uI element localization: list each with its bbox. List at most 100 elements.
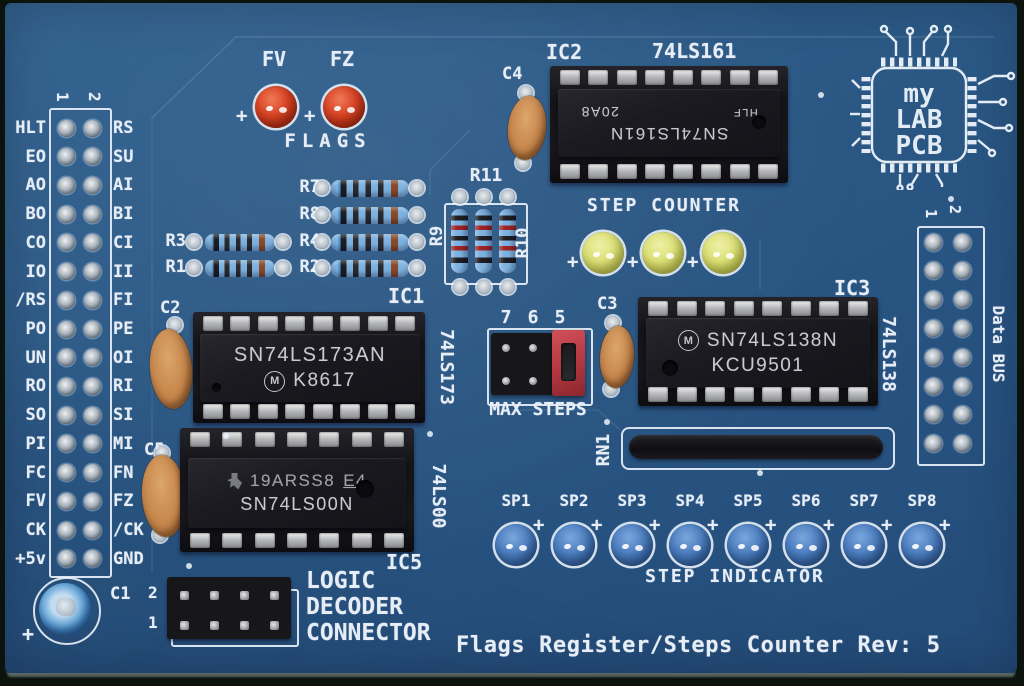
- step-counter-plus-mark: +: [687, 251, 699, 273]
- ic5-chip-marking: SN74LS00N: [240, 494, 354, 514]
- flags-fv-plus-mark: +: [236, 105, 248, 127]
- ic2-pin: [616, 70, 637, 85]
- step-indicator-plus-mark: +: [707, 514, 719, 536]
- resistor-pad: [410, 181, 424, 195]
- ic1-pin: [203, 316, 223, 331]
- resistor-pad: [410, 208, 424, 222]
- logic-decoder-pin: [270, 591, 279, 600]
- header-pin: [83, 521, 101, 539]
- left-header-label-MI: MI: [113, 433, 134, 454]
- resistor-r4-label: R4: [299, 231, 320, 251]
- ic1-pin: [367, 404, 388, 419]
- ic3-pin: [648, 387, 668, 402]
- logic-decoder-pin: [240, 621, 249, 630]
- ic1-chip-marking: SN74LS173AN: [233, 344, 387, 366]
- logic-decoder-pin: [180, 591, 189, 600]
- data-bus-title: Data BUS: [989, 305, 1008, 383]
- step-indicator-plus-mark: +: [939, 514, 951, 536]
- left-header-label-SI: SI: [113, 405, 134, 426]
- resistor-pad: [501, 280, 515, 294]
- data-bus-pin: [924, 377, 942, 395]
- header-pin: [502, 344, 510, 352]
- header-pin: [57, 464, 75, 482]
- resistor-r8: [331, 207, 409, 224]
- header-pin: [83, 435, 101, 453]
- ic3-pin: [819, 387, 840, 402]
- data-bus-pin: [924, 233, 942, 251]
- ic2-pin: [673, 164, 694, 179]
- left-header-col2-label: 2: [85, 92, 104, 102]
- left-header-label-AO: AO: [25, 175, 46, 196]
- ic1-chip-dimple: [212, 383, 221, 392]
- left-header-label-II: II: [113, 261, 134, 282]
- left-header-label-PO: PO: [25, 319, 46, 340]
- motorola-logo-icon: M: [264, 370, 286, 392]
- resistor-r8-label: R8: [299, 204, 320, 224]
- ic2-chip-dimple: [752, 115, 766, 129]
- left-header-label-FC: FC: [25, 462, 46, 483]
- header-pin: [57, 550, 75, 568]
- ic3-pin: [790, 301, 811, 316]
- data-bus-pin: [953, 319, 971, 337]
- resistor-r7-label: R7: [299, 177, 320, 197]
- step-indicator-plus-mark: +: [881, 514, 893, 536]
- step-indicator-label-SP5: SP5: [733, 491, 763, 510]
- flag-led-fv-label: FV: [261, 47, 287, 71]
- ic1-pin: [395, 316, 415, 331]
- max-steps-header: [491, 333, 553, 395]
- board-title: Flags Register/Steps Counter Rev: 5: [456, 633, 941, 658]
- ic2-pin: [701, 70, 722, 85]
- via: [223, 433, 229, 439]
- left-header-label-FN: FN: [113, 462, 134, 483]
- header-pin: [57, 234, 75, 252]
- step-counter-plus-mark: +: [627, 251, 639, 273]
- rn1-resistor-network: [629, 435, 883, 459]
- header-pin: [83, 205, 101, 223]
- ic2-chip: SN74LS161N HLF 20A8: [558, 89, 780, 157]
- header-pin: [57, 205, 75, 223]
- step-indicator-led-sp4: [669, 524, 711, 566]
- step-indicator-led-sp7: [843, 524, 885, 566]
- logic-decoder-title-line3: CONNECTOR: [306, 620, 431, 646]
- left-header-label-UN: UN: [25, 347, 46, 368]
- left-header-label-BO: BO: [25, 204, 46, 225]
- left-header-label-/CK: /CK: [113, 520, 144, 541]
- left-header-label-+5v: +5v: [15, 548, 46, 569]
- ic2-chip-marking: SN74LS161N: [609, 123, 729, 143]
- logic-decoder-row2-label: 2: [148, 583, 158, 602]
- motorola-logo-icon: M: [677, 330, 699, 351]
- resistor-pad: [187, 235, 201, 249]
- ic2-pin: [560, 164, 580, 179]
- ic1-part-label: 74LS173: [436, 329, 457, 405]
- step-indicator-plus-mark: +: [591, 514, 603, 536]
- resistor-pad: [501, 190, 515, 204]
- ic2-pin: [673, 70, 694, 85]
- ic3-pin: [648, 301, 668, 316]
- left-header-label-RO: RO: [25, 376, 46, 397]
- ic3-pin: [762, 301, 783, 316]
- max-steps-pin7-label: 7: [500, 307, 512, 328]
- ic2-ref-label: IC2: [546, 40, 583, 64]
- step-counter-led-2: [642, 232, 684, 274]
- header-pin: [83, 377, 101, 395]
- rn1-label: RN1: [593, 433, 614, 467]
- ic2-pin: [758, 164, 778, 179]
- left-header-label-RS: RS: [113, 118, 134, 138]
- texas-instruments-logo-icon: [227, 472, 243, 490]
- left-header-label-SU: SU: [113, 146, 134, 167]
- ic3-pin: [705, 387, 726, 402]
- via: [427, 431, 433, 437]
- data-bus-pin: [924, 319, 942, 337]
- step-indicator-led-sp8: [901, 524, 943, 566]
- data-bus-pin: [924, 291, 942, 309]
- ic3-ref-label: IC3: [834, 276, 871, 300]
- logo-text-lab: LAB: [896, 105, 943, 135]
- ic3-pin: [848, 387, 868, 402]
- resistor-pad: [276, 261, 290, 275]
- ic1-ref-label: IC1: [388, 284, 425, 308]
- header-pin: [57, 435, 75, 453]
- ic3-chip-dimple: [662, 360, 678, 376]
- step-indicator-plus-mark: +: [765, 514, 777, 536]
- ic2-pin: [758, 70, 778, 85]
